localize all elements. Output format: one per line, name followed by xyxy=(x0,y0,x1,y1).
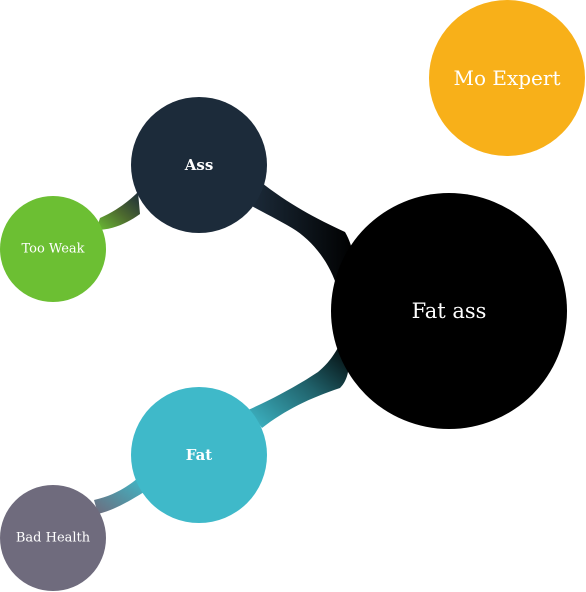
node-fat-ass-circle xyxy=(331,193,567,429)
node-fat[interactable]: Fat xyxy=(131,387,267,523)
node-bad-health-circle xyxy=(0,485,106,591)
connector-fat-bad-health xyxy=(94,478,144,514)
node-mo-expert-label: Mo Expert xyxy=(454,66,561,90)
node-too-weak[interactable]: Too Weak xyxy=(0,196,106,302)
node-bad-health-label: Bad Health xyxy=(16,531,91,546)
node-too-weak-circle xyxy=(0,196,106,302)
node-ass-label: Ass xyxy=(184,156,214,174)
node-fat-ass-label: Fat ass xyxy=(412,299,487,323)
node-too-weak-label: Too Weak xyxy=(21,242,84,257)
node-mo-expert[interactable]: Mo Expert xyxy=(429,0,585,156)
connector-root-fat xyxy=(248,340,349,428)
node-fat-label: Fat xyxy=(186,446,213,464)
node-ass-circle xyxy=(131,97,267,233)
node-mo-expert-circle xyxy=(429,0,585,156)
node-fat-circle xyxy=(131,387,267,523)
connector-root-ass xyxy=(250,180,354,290)
node-fat-ass[interactable]: Fat ass xyxy=(331,193,567,429)
connector-ass-too-weak xyxy=(96,192,140,230)
node-bad-health[interactable]: Bad Health xyxy=(0,485,106,591)
node-ass[interactable]: Ass xyxy=(131,97,267,233)
